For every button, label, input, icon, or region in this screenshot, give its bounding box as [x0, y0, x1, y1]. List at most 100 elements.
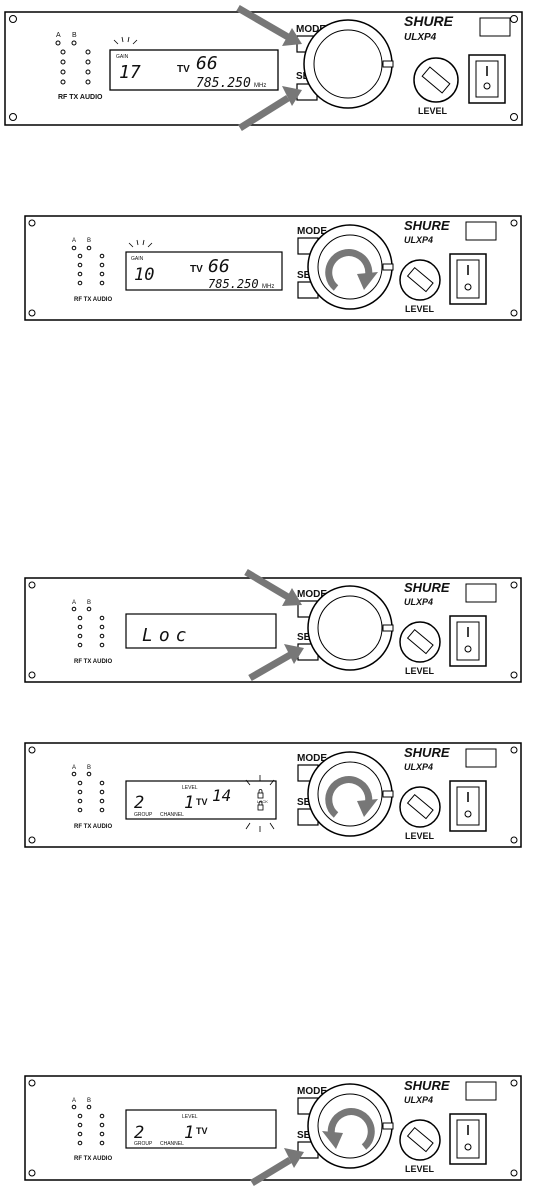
- chassis: [24, 742, 522, 848]
- control-wheel-inner: [317, 595, 383, 661]
- power-switch[interactable]: [475, 60, 499, 98]
- lcd-channel-value: 1: [184, 793, 194, 813]
- lcd-lock-label: LOCK: [257, 799, 268, 804]
- screw-icon: [28, 746, 36, 754]
- control-wheel-inner: [313, 29, 383, 99]
- mode-label: MODE: [297, 753, 327, 764]
- wheel-indicator: [382, 1122, 394, 1130]
- power-switch[interactable]: [456, 786, 480, 826]
- led-label-b: B: [87, 765, 91, 771]
- control-wheel[interactable]: [307, 585, 393, 671]
- lcd-left-value: 17: [119, 62, 141, 83]
- control-wheel[interactable]: [307, 1083, 393, 1169]
- power-off-icon: [483, 82, 491, 90]
- led-label-a: A: [72, 765, 76, 771]
- control-wheel[interactable]: [307, 224, 393, 310]
- level-label: LEVEL: [405, 831, 435, 841]
- control-wheel[interactable]: [307, 751, 393, 837]
- meter-label: RF TX AUDIO: [74, 824, 112, 830]
- lcd-level-label: LEVEL: [182, 1114, 198, 1120]
- model-label: ULXP4: [404, 32, 437, 43]
- screw-icon: [510, 113, 518, 121]
- blink-indicator-icon: [113, 36, 138, 45]
- led-label-b: B: [87, 238, 91, 244]
- ir-window: [479, 17, 511, 37]
- lcd-level-label: LEVEL: [182, 785, 198, 791]
- ir-window: [465, 748, 497, 768]
- brand-logo: SHURE: [404, 580, 450, 595]
- rotate-clockwise-icon: [325, 776, 378, 818]
- set-label: SET: [297, 270, 316, 281]
- wheel-indicator: [382, 263, 394, 271]
- power-switch[interactable]: [456, 1119, 480, 1159]
- power-off-icon: [464, 1143, 472, 1151]
- power-off-icon: [464, 283, 472, 291]
- level-knob-grip: [421, 66, 451, 94]
- arrow-to-set-icon: [250, 1148, 304, 1186]
- lcd-channel-label: CHANNEL: [160, 812, 184, 818]
- power-switch[interactable]: [456, 259, 480, 299]
- arrow-to-mode-icon: [244, 568, 302, 606]
- meter-label: RF TX AUDIO: [58, 94, 103, 101]
- chassis: [24, 215, 522, 321]
- meter-label: RF TX AUDIO: [74, 1156, 112, 1162]
- level-label: LEVEL: [405, 1164, 435, 1174]
- lcd-mhz-label: MHz: [254, 83, 266, 89]
- brand-logo: SHURE: [404, 1078, 450, 1093]
- led-label-b: B: [87, 1098, 91, 1104]
- meter-label: RF TX AUDIO: [74, 659, 112, 665]
- led-label-a: A: [72, 1098, 76, 1104]
- lcd-tv-label: TV: [196, 797, 208, 807]
- lcd-channel-label: CHANNEL: [160, 1141, 184, 1147]
- receiver-panel-step-5: A B RF TX AUDIO 2 GROUP LEVEL 1 CHANNEL …: [0, 1050, 534, 1190]
- lcd-display: [125, 780, 277, 820]
- arrow-to-set-icon: [248, 644, 304, 682]
- control-wheel-inner: [317, 234, 383, 300]
- lcd-group-value: 2: [134, 793, 144, 813]
- power-switch[interactable]: [456, 621, 480, 661]
- screw-icon: [28, 309, 36, 317]
- screw-icon: [510, 836, 518, 844]
- screw-icon: [28, 1079, 36, 1087]
- led-column-rf: [71, 245, 105, 286]
- wheel-indicator: [382, 60, 394, 68]
- led-label-a: A: [72, 600, 76, 606]
- ir-window: [465, 221, 497, 241]
- led-label-a: A: [72, 238, 76, 244]
- control-wheel[interactable]: [303, 19, 393, 109]
- lcd-tv-channel: 14: [212, 786, 231, 805]
- screw-icon: [510, 219, 518, 227]
- led-column-rf: [71, 606, 105, 648]
- blink-indicator-icon: [245, 775, 275, 832]
- led-column-rf: [55, 40, 91, 85]
- receiver-panel-step-3: A B RF TX AUDIO Loc MODE SET SHURE ULXP4…: [0, 560, 534, 700]
- receiver-panel-step-1: A B RF TX AUDIO GAIN 17 TV 66 785.250 MH…: [0, 0, 534, 140]
- lcd-frequency: 785.250: [208, 277, 259, 291]
- screw-icon: [28, 219, 36, 227]
- led-label-a: A: [56, 32, 61, 39]
- screw-icon: [510, 581, 518, 589]
- set-label: SET: [297, 797, 316, 808]
- set-label: SET: [297, 1130, 316, 1141]
- level-knob-grip: [406, 793, 434, 820]
- lcd-left-value: 10: [134, 265, 154, 285]
- blink-indicator-icon: [128, 239, 153, 248]
- lock-icon: [257, 789, 264, 811]
- screw-icon: [9, 113, 17, 121]
- lcd-tv-channel: 66: [196, 53, 218, 74]
- set-label: SET: [297, 632, 316, 643]
- screw-icon: [28, 836, 36, 844]
- level-label: LEVEL: [405, 304, 435, 314]
- lcd-display: [125, 1109, 277, 1149]
- chassis: [24, 1075, 522, 1181]
- screw-icon: [9, 15, 17, 23]
- screw-icon: [28, 1169, 36, 1177]
- brand-logo: SHURE: [404, 745, 450, 760]
- control-wheel-inner: [317, 1093, 383, 1159]
- led-column-rf: [71, 1104, 105, 1146]
- led-column-rf: [71, 771, 105, 813]
- mode-label: MODE: [296, 24, 326, 35]
- meter-label: RF TX AUDIO: [74, 297, 112, 303]
- led-label-b: B: [87, 600, 91, 606]
- level-knob-grip: [406, 1126, 434, 1153]
